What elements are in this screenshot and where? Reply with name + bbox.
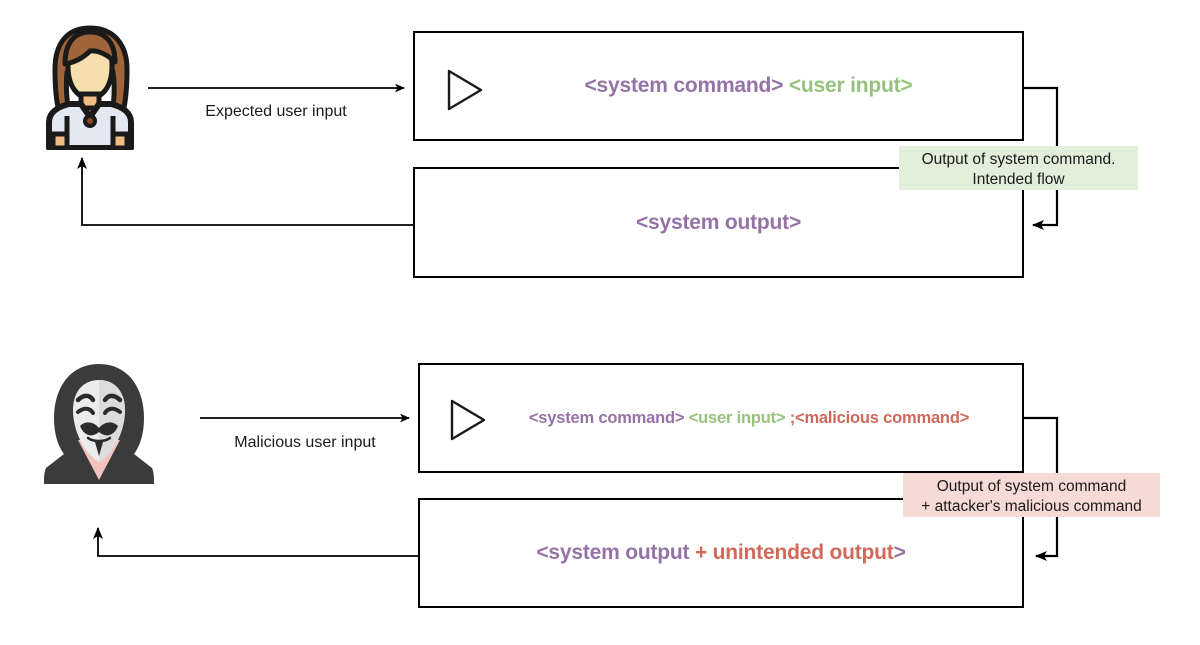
hacker-avatar	[40, 358, 158, 488]
malicious-output-text: <system output + unintended output>	[536, 541, 905, 565]
malicious-user-input-label: Malicious user input	[234, 434, 376, 451]
intended-flow-callout: Output of system command. Intended flow	[899, 146, 1138, 190]
malicious-command-text: <system command> <user input> ;<maliciou…	[529, 409, 969, 428]
malicious-flow-callout: Output of system command + attacker's ma…	[903, 473, 1160, 517]
intended-output-text: <system output>	[636, 211, 801, 235]
unintended-output-token: + unintended output	[694, 541, 894, 564]
user-input-token: <user input>	[688, 408, 786, 427]
system-command-token: <system command>	[584, 74, 784, 97]
intended-command-box: <system command> <user input>	[413, 31, 1024, 141]
arrow-unintended-output-to-attacker	[93, 527, 418, 557]
output-closing-bracket: >	[893, 541, 906, 564]
malicious-command-token: ;<malicious command>	[789, 408, 970, 427]
system-output-token: <system output	[536, 541, 695, 564]
expected-user-input-label: Expected user input	[205, 103, 347, 120]
play-triangle-icon	[443, 67, 487, 118]
malicious-callout-line-1: Output of system command	[936, 478, 1127, 495]
intended-callout-line-1: Output of system command.	[921, 151, 1116, 168]
user-avatar	[35, 20, 145, 151]
intended-callout-line-2: Intended flow	[972, 171, 1065, 189]
system-output-token: <system output>	[635, 210, 802, 234]
malicious-command-box: <system command> <user input> ;<maliciou…	[418, 363, 1024, 473]
user-input-token: <user input>	[788, 74, 913, 97]
system-command-token: <system command>	[528, 408, 685, 427]
intended-command-text: <system command> <user input>	[584, 74, 912, 98]
malicious-output-box: <system output + unintended output>	[418, 498, 1024, 608]
arrow-system-output-to-user	[77, 157, 413, 226]
play-triangle-icon	[446, 397, 490, 448]
malicious-callout-line-2: + attacker's malicious command	[921, 498, 1142, 516]
